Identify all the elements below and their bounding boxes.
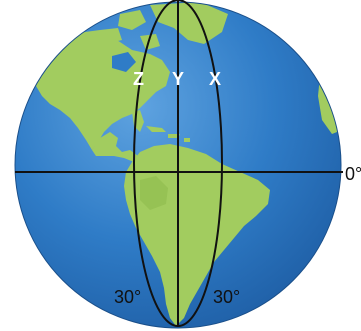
label-x: X bbox=[209, 69, 221, 89]
label-equator-degree: 0° bbox=[345, 164, 361, 184]
europe-edge-landmass bbox=[298, 36, 318, 54]
label-y: Y bbox=[172, 69, 184, 89]
label-z: Z bbox=[133, 69, 144, 89]
greenland-landmass bbox=[150, 2, 228, 44]
label-left-angle: 30° bbox=[114, 287, 141, 307]
north-america-landmass bbox=[36, 30, 170, 150]
south-america-highlands bbox=[140, 176, 168, 210]
label-right-angle: 30° bbox=[213, 287, 240, 307]
caribbean-islands bbox=[146, 126, 190, 142]
central-america-landmass bbox=[92, 132, 146, 164]
hudson-bay bbox=[112, 52, 136, 72]
